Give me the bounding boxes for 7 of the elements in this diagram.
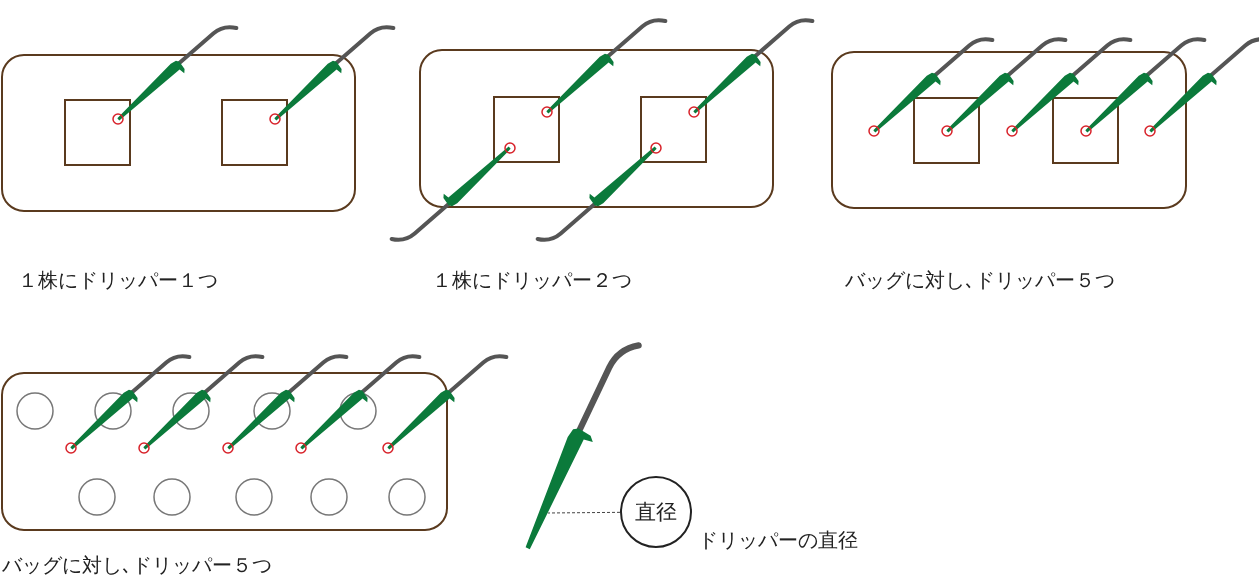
caption: １株にドリッパー２つ bbox=[432, 268, 632, 292]
circle-label: 直径 bbox=[635, 499, 677, 526]
node-label: ドリッパーの直径 bbox=[698, 528, 858, 552]
leader-line bbox=[547, 511, 621, 514]
caption: バッグに対し､ドリッパー５つ bbox=[2, 553, 272, 577]
caption: １株にドリッパー１つ bbox=[18, 268, 218, 292]
caption: バッグに対し､ドリッパー５つ bbox=[845, 268, 1115, 292]
